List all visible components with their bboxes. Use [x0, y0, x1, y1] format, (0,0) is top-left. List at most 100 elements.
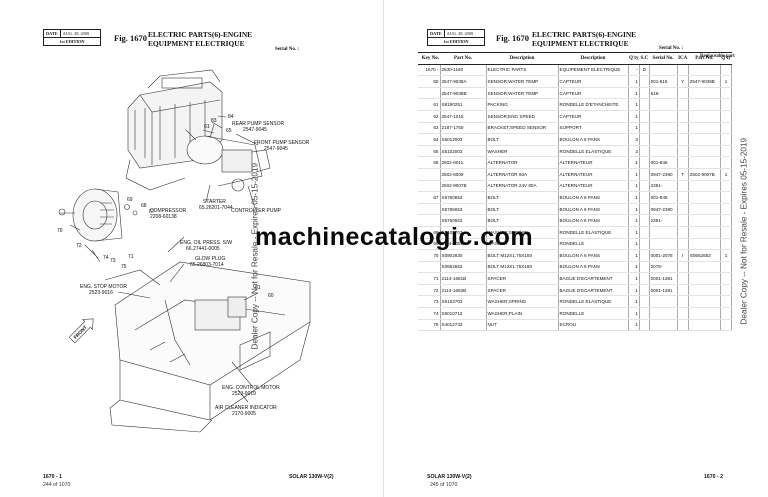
cell-replacement-qty: 1	[720, 249, 733, 262]
cell-description-fr: RONDELLE	[558, 307, 629, 320]
cell-part-no: S5760653	[440, 214, 487, 227]
cell-description-fr: BOULON A 6 PANS	[558, 249, 629, 262]
cell-description-en: BOLT	[486, 191, 559, 204]
cell-description-fr: RONDELLE ELASTIQUE	[558, 295, 629, 309]
rear-pump-sensor-number: 2547-9045	[243, 127, 267, 133]
glow-plug-number: 65.26803-7014	[190, 262, 224, 268]
cell-sc	[639, 295, 650, 309]
cell-key-no	[418, 180, 441, 193]
cell-sc	[639, 214, 650, 227]
cell-serial-no: 2079-	[649, 261, 678, 274]
cell-sc	[639, 98, 650, 111]
cell-replacement-qty	[720, 87, 733, 100]
label-73: 73	[110, 258, 116, 264]
cell-qty: 1	[628, 284, 640, 297]
parts-table-header: Key No. Part No. Description Description…	[418, 52, 732, 65]
cell-key-no: 63	[418, 122, 441, 135]
glow-plug-label: GLOW PLUG	[195, 256, 225, 262]
cell-description-fr: BOULON A 6 PANS	[558, 191, 629, 204]
cell-part-no: S4012733	[440, 319, 487, 332]
cell-ica	[677, 203, 689, 216]
cell-serial-no: 0001-1381	[649, 272, 678, 285]
cell-qty: 1	[628, 98, 640, 111]
page-divider	[383, 0, 384, 497]
cell-description-fr: RONDELLE	[558, 238, 629, 251]
stop-motor-label: ENG. STOP MOTOR	[80, 284, 127, 290]
cell-description-fr: BAGUE D'ECARTEMENT	[558, 272, 629, 285]
date-label: DATE	[44, 30, 61, 37]
label-65: 65	[226, 128, 232, 134]
cell-replacement-part-no	[688, 272, 721, 285]
cell-key-no: 73	[418, 295, 441, 309]
site-watermark: machinecatalogic.com	[255, 223, 534, 251]
cell-description-en: BRACKET;SPEED SENSOR	[486, 122, 559, 135]
cell-serial-no	[649, 110, 678, 123]
cell-ica	[677, 133, 689, 146]
header-description-fr: Description	[558, 52, 628, 65]
cell-replacement-qty	[720, 226, 733, 239]
cell-description-fr: ECROU	[558, 319, 629, 332]
cell-ica	[677, 319, 689, 332]
cell-description-fr: BOULON A 6 PANS	[558, 214, 629, 227]
cell-sc	[639, 180, 650, 193]
cell-part-no: 2502-9007B	[440, 180, 487, 193]
cell-serial-no	[649, 238, 678, 251]
cell-serial-no	[649, 98, 678, 111]
cell-qty: 1	[628, 272, 640, 285]
cell-ica: I	[677, 249, 689, 262]
cell-description-en: SENSOR;WATER TEMP	[486, 75, 559, 88]
cell-description-en: ALTERNATOR	[486, 156, 559, 169]
cell-serial-no: 2391-	[649, 180, 678, 193]
exploded-diagram: 84 83 65 61 REAR PUMP SENSOR 2547-9045 F…	[57, 69, 311, 433]
label-72: 72	[76, 243, 82, 249]
cell-part-no: S0562653	[440, 261, 487, 274]
cell-key-no: 71	[418, 272, 441, 285]
cell-part-no: 2502-6009	[440, 168, 487, 181]
cell-key-no: 72	[418, 284, 441, 297]
cell-description-en: WASHER	[486, 238, 559, 251]
cell-key-no: 68	[418, 226, 441, 239]
cell-key-no: 75	[418, 319, 441, 332]
footer-figure-left: 1670 - 1	[43, 474, 63, 480]
cell-part-no: S0902830	[440, 249, 487, 262]
cell-replacement-qty	[720, 122, 733, 135]
cell-description-fr: ALTERNATEUR	[558, 168, 629, 181]
cell-sc	[639, 133, 650, 146]
cell-serial-no	[649, 295, 678, 309]
cell-key-no: 1670 -	[418, 64, 441, 77]
cell-part-no: 2502-6011	[440, 156, 487, 169]
cell-serial-no	[649, 145, 678, 158]
cell-serial-no: 0947-2390	[649, 203, 678, 216]
cell-replacement-part-no	[688, 307, 721, 320]
header-replacement-qty: Q'ty	[720, 52, 732, 65]
cell-replacement-part-no	[688, 133, 721, 146]
cell-description-en: BOLT	[486, 203, 559, 216]
figure-title: ELECTRIC PARTS(6)-ENGINE EQUIPMENT ELECT…	[532, 30, 636, 48]
cell-key-no	[418, 87, 441, 100]
cell-replacement-qty: 1	[720, 75, 733, 88]
label-67: 67	[149, 209, 155, 215]
engine-block	[125, 69, 223, 191]
chassis-frame	[104, 261, 311, 433]
label-69: 69	[127, 197, 133, 203]
cell-serial-no: 001-946	[649, 191, 678, 204]
label-83: 83	[211, 118, 217, 124]
cell-ica	[677, 261, 689, 274]
cell-part-no: 2547-9038B	[440, 87, 487, 100]
cell-qty: 1	[628, 75, 640, 88]
cell-description-en: BOLT M12X1.75X160	[486, 261, 559, 274]
cell-description-en: ELECTRIC PARTS	[486, 64, 559, 77]
cell-part-no: S5102003	[440, 145, 487, 158]
cell-replacement-part-no	[688, 145, 721, 158]
cell-description-en: WASHER;SPRING	[486, 226, 559, 239]
cell-key-no: 64	[418, 133, 441, 146]
cell-ica	[677, 214, 689, 227]
cell-description-en: BOLT	[486, 214, 559, 227]
cell-replacement-qty	[720, 133, 733, 146]
